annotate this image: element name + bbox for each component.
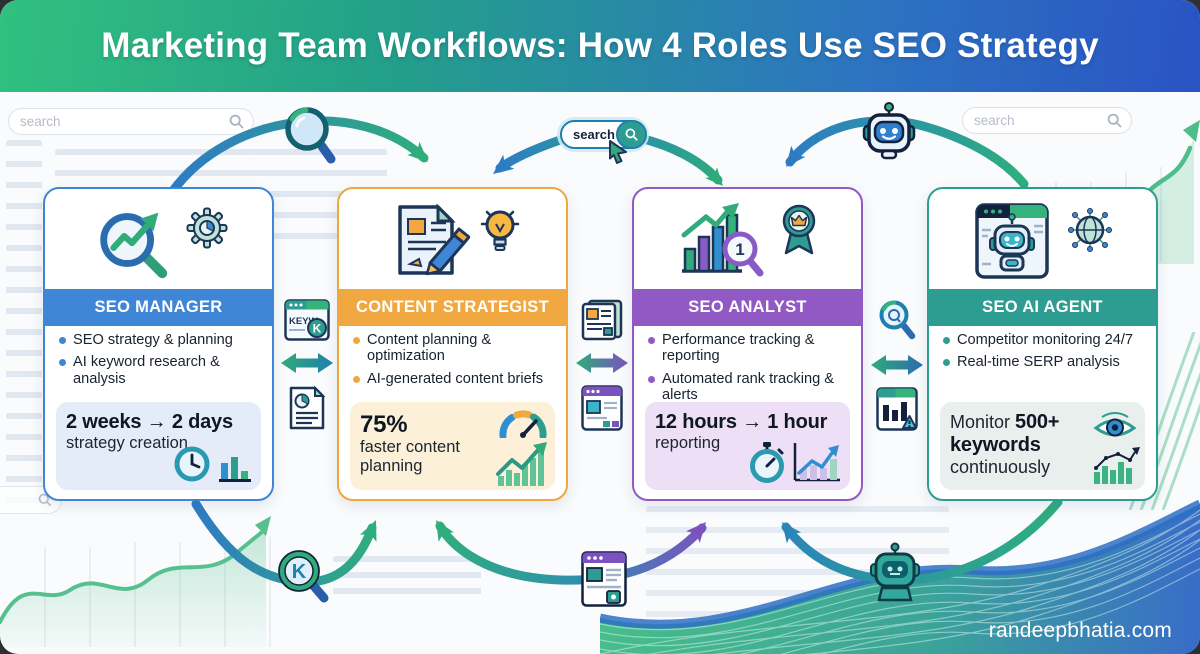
ranking-chart-icon: 1 [681,203,763,277]
card-title: SEO ANALYST [688,298,807,316]
svg-text:KEYW: KEYW [289,316,318,327]
robot-icon-bottom [868,542,922,606]
bullet-item: AI keyword research & analysis [58,354,266,387]
cursor-icon [609,140,627,164]
watermark: randeepbhatia.com [988,619,1172,642]
stat-highlight: 75% [360,411,408,438]
stat-highlight: 500+ keywords [950,411,1060,456]
stat-text: 75%faster content planning [360,411,488,476]
connector-strategist-analyst [576,299,628,431]
keyword-chart-icon [1094,447,1140,484]
stopwatch-icon [750,442,784,483]
card-title-band: CONTENT STRATEGIST [338,289,567,326]
connector-analyst-agent [871,299,923,431]
role-card-content-strategist: CONTENT STRATEGIST Content planning & op… [337,187,568,501]
stat-icon-group [173,445,253,483]
keyword-magnifier-icon: K [274,546,332,612]
double-arrow-icon [576,353,628,373]
stat-callout: 75%faster content planning [350,402,555,490]
robot-icon [858,102,920,168]
stat-highlight: 12 hours → 1 hour [655,411,828,433]
svg-text:K: K [313,322,322,336]
bullet-item: AI-generated content briefs [352,371,560,387]
analytics-alert-icon [876,387,918,431]
card-title: CONTENT STRATEGIST [355,298,549,316]
search-input-right[interactable] [972,112,1107,129]
bar-chart-icon [219,457,251,482]
card-title: SEO AI AGENT [982,298,1103,316]
gauge-icon [499,410,547,438]
document-pencil-icon [397,203,470,276]
news-article-icon [581,299,623,341]
award-ribbon-icon [782,204,815,255]
double-arrow-icon [871,355,923,375]
search-icon [38,493,52,507]
keyword-tool-icon: KEYW K [284,299,330,341]
search-bar-right[interactable] [962,107,1132,134]
eye-monitor-icon [1093,412,1137,437]
bullet-item: Automated rank tracking & alerts [647,371,855,404]
magnifier-icon [282,104,338,168]
card-icon-group [929,193,1156,289]
search-magnifier-icon [879,300,916,340]
card-icon-group: 1 [634,193,861,289]
robot-browser-icon [974,203,1049,279]
svg-text:1: 1 [735,240,744,259]
search-icon [229,114,244,129]
card-bullets: Competitor monitoring 24/7 Real-time SER… [942,332,1150,377]
globe-network-icon [1067,208,1112,252]
search-bar-corner [0,486,62,514]
role-card-seo-analyst: 1 SEO ANALYST Performance tracking & rep… [632,187,863,501]
content-page-icon [581,551,627,607]
card-bullets: Content planning & optimization AI-gener… [352,332,560,393]
stat-highlight: 2 weeks → 2 days [66,411,233,433]
card-bullets: Performance tracking & reporting Automat… [647,332,855,410]
stat-icon-group [1090,408,1140,486]
search-input-center[interactable] [571,126,619,143]
stat-callout: Monitor 500+ keywords continuously [940,402,1145,490]
role-card-seo-ai-agent: SEO AI AGENT Competitor monitoring 24/7 … [927,187,1158,501]
clock-icon [174,446,210,482]
webpage-icon [581,385,623,431]
lightbulb-icon [480,210,519,251]
card-icon-group [45,193,272,289]
double-arrow-icon [281,353,333,373]
connector-manager-strategist: KEYW K [281,299,333,431]
card-bullets: SEO strategy & planning AI keyword resea… [58,332,266,393]
card-title: SEO MANAGER [94,298,223,316]
gear-analytics-icon [186,207,227,249]
stat-icon-group [496,408,550,488]
role-card-seo-manager: SEO MANAGER SEO strategy & planning AI k… [43,187,274,501]
svg-text:K: K [292,561,307,583]
search-icon [1107,113,1122,128]
bullet-item: Competitor monitoring 24/7 [942,332,1150,348]
card-title-band: SEO MANAGER [44,289,273,326]
report-document-icon [289,385,326,430]
header-banner: Marketing Team Workflows: How 4 Roles Us… [0,0,1200,92]
search-icon [625,128,638,141]
card-title-band: SEO AI AGENT [928,289,1157,326]
search-bar-left[interactable] [8,108,254,135]
growth-chart-icon [496,442,547,486]
stat-text: Monitor 500+ keywords continuously [950,411,1060,477]
line-chart-icon [793,443,840,482]
bullet-item: Content planning & optimization [352,332,560,365]
bullet-item: SEO strategy & planning [58,332,266,348]
page-title: Marketing Team Workflows: How 4 Roles Us… [101,26,1099,65]
stat-icon-group [748,441,842,483]
bullet-item: Performance tracking & reporting [647,332,855,365]
magnifier-trend-icon [99,212,167,279]
card-title-band: SEO ANALYST [633,289,862,326]
bullet-item: Real-time SERP analysis [942,354,1150,370]
skeleton-lines-left-edge [6,140,42,512]
card-icon-group [339,193,566,289]
search-input-left[interactable] [18,113,229,130]
search-pill-center[interactable] [560,119,647,164]
